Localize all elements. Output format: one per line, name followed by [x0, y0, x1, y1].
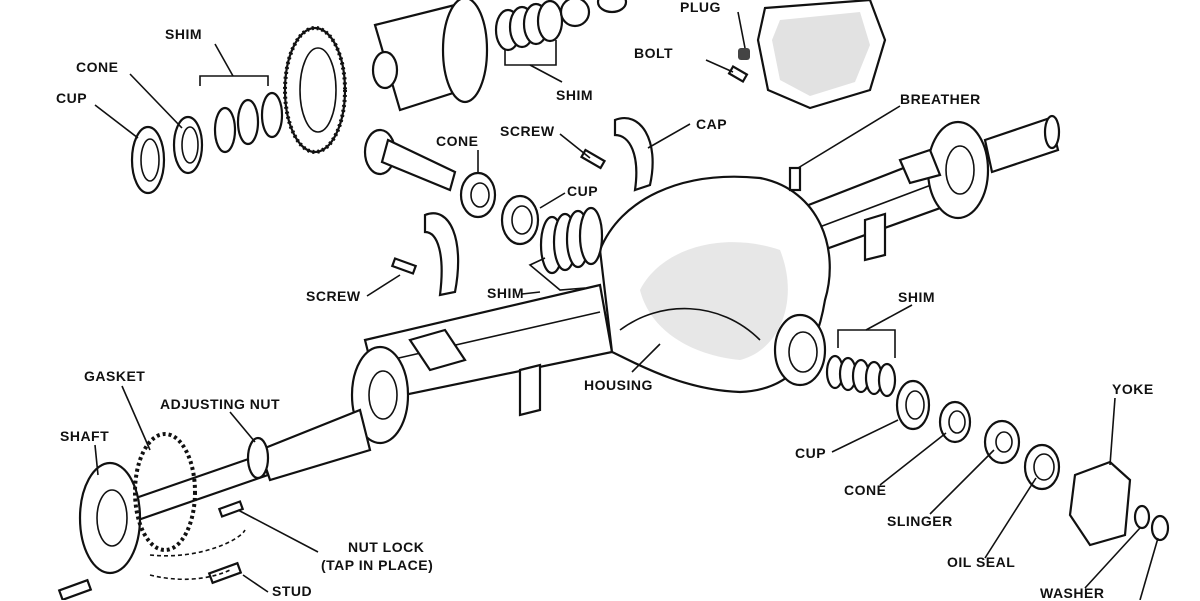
adjusting-nut-label: ADJUSTING NUT [160, 396, 281, 412]
yoke-side-parts [825, 354, 1170, 547]
leader-lines [94, 11, 1159, 600]
slinger-label: SLINGER [887, 513, 953, 529]
differential-cover [756, 0, 887, 110]
pinion-gear [363, 128, 457, 192]
cup-right-label: CUP [795, 445, 827, 461]
fasteners [390, 48, 802, 275]
left-bearing-stack [130, 91, 284, 195]
cup-top-left-label: CUP [56, 90, 88, 106]
cone-top-left-label: CONE [76, 59, 119, 75]
left-shaft-parts [57, 432, 270, 600]
shim-right-label: SHIM [898, 289, 935, 305]
nut-lock-label: NUT LOCK [348, 539, 425, 555]
cup-middle-label: CUP [567, 183, 599, 199]
oil-seal-label: OIL SEAL [947, 554, 1016, 570]
gasket-label: GASKET [84, 368, 146, 384]
housing-label: HOUSING [584, 377, 653, 393]
shim-top-middle-label: SHIM [556, 87, 593, 103]
cone-right-label: CONE [844, 482, 887, 498]
ring-gear [283, 26, 347, 154]
cap-label: CAP [696, 116, 728, 132]
shaft-label: SHAFT [60, 428, 110, 444]
screw-upper-label: SCREW [500, 123, 555, 139]
differential-carrier [371, 0, 489, 112]
bolt-label: BOLT [634, 45, 674, 61]
nut-lock-note: (TAP IN PLACE) [321, 557, 434, 573]
screw-lower-label: SCREW [306, 288, 361, 304]
yoke-label: YOKE [1112, 381, 1154, 397]
pinion-shim-stack [539, 206, 604, 275]
shim-center-label: SHIM [487, 285, 524, 301]
cone-middle-label: CONE [436, 133, 479, 149]
middle-cone-cup [459, 171, 540, 246]
shim-top-left-label: SHIM [165, 26, 202, 42]
stud-label: STUD [272, 583, 313, 599]
bearing-caps [423, 117, 654, 297]
carrier-shim-stack [494, 0, 628, 52]
plug-label: PLUG [680, 0, 721, 15]
breather-label: BREATHER [900, 91, 981, 107]
washer-label: WASHER [1040, 585, 1105, 601]
axle-housing [258, 114, 1061, 482]
